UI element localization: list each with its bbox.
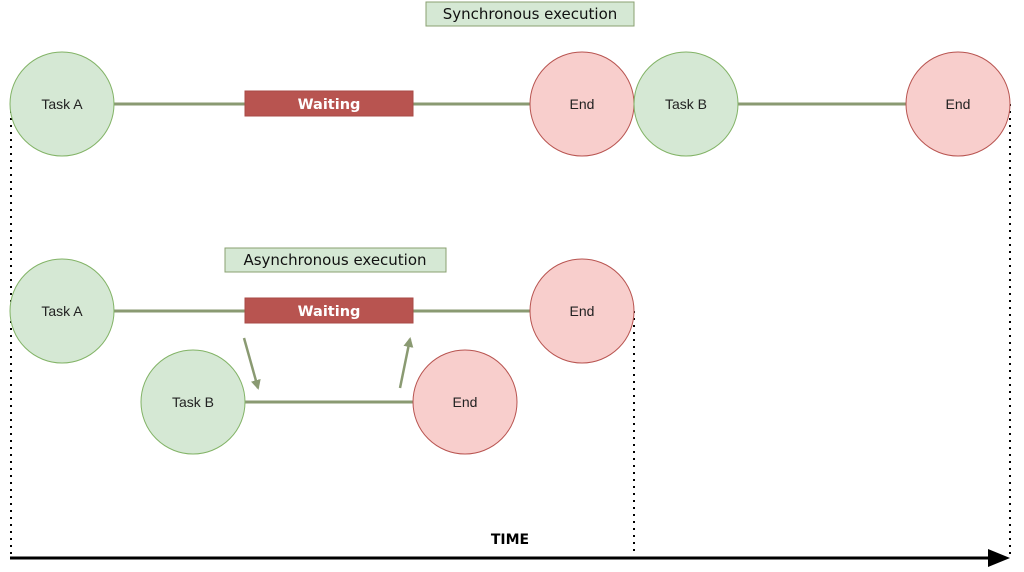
async-task-a-label: Task A [41, 303, 83, 319]
async-title: Asynchronous execution [243, 251, 426, 269]
async-task-a-node: Task A [9, 258, 115, 364]
sync-task-a-node: Task A [9, 51, 115, 157]
async-task-b-label: Task B [172, 394, 214, 410]
sync-task-b-label: Task B [665, 96, 707, 112]
sync-end-a-node: End [529, 51, 635, 157]
sync-end-b-label: End [946, 96, 971, 112]
time-axis-label: TIME [491, 532, 529, 548]
async-end-b-node: End [412, 349, 518, 455]
sync-waiting-label: Waiting [298, 97, 361, 113]
async-end-b-label: End [453, 394, 478, 410]
async-arrow-down-to-task-b [242, 337, 261, 390]
sync-end-b-node: End [905, 51, 1011, 157]
sync-title: Synchronous execution [443, 5, 618, 23]
sync-waiting-block: Waiting [244, 90, 414, 117]
async-arrow-up-to-waiting [398, 337, 414, 389]
async-end-a-node: End [529, 258, 635, 364]
sync-title-box: Synchronous execution [425, 1, 635, 27]
async-waiting-label: Waiting [298, 304, 361, 320]
sync-task-a-label: Task A [41, 96, 83, 112]
async-task-b-node: Task B [140, 349, 246, 455]
async-waiting-block: Waiting [244, 297, 414, 324]
sync-end-a-label: End [570, 96, 595, 112]
sync-task-b-node: Task B [633, 51, 739, 157]
async-title-box: Asynchronous execution [224, 247, 447, 273]
time-axis [10, 549, 1010, 567]
async-end-a-label: End [570, 303, 595, 319]
